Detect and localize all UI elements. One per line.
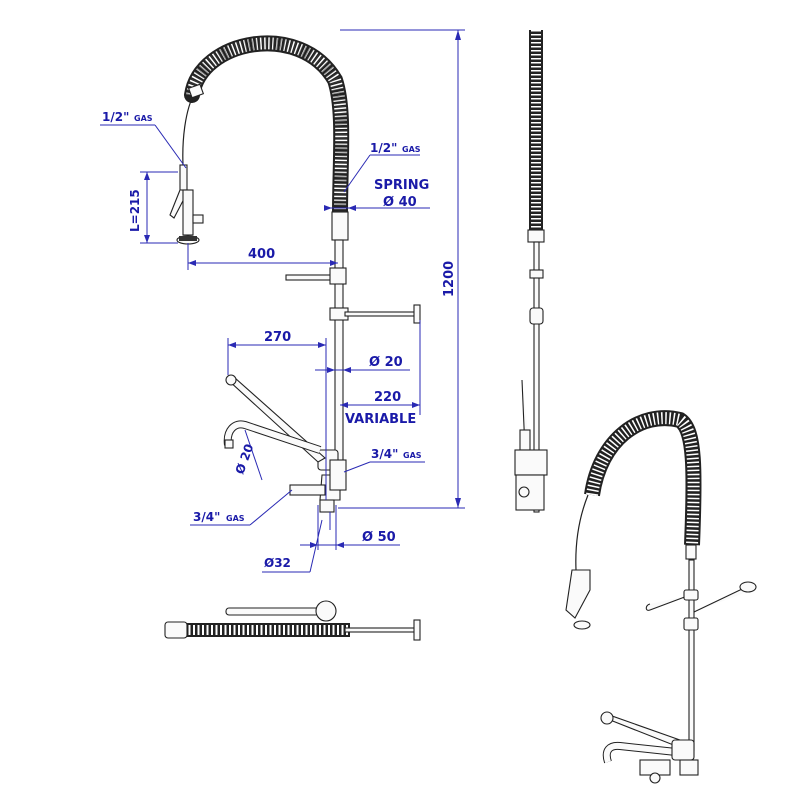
dimension-lines [100, 29, 465, 573]
spout [223, 420, 322, 454]
isometric-view [565, 410, 757, 784]
top-view [164, 600, 421, 641]
label-spring-diameter: Ø 40 [383, 195, 417, 210]
label-variable: VARIABLE [345, 412, 416, 427]
wall-bracket [329, 304, 421, 324]
side-view [514, 30, 548, 513]
label-half-gas-left-sub: GAS [134, 114, 153, 123]
hook-arm [285, 267, 347, 285]
label-d20-spout: Ø 20 [233, 442, 257, 476]
spring-clamp [331, 211, 349, 241]
labels: 1/2" GAS 1/2" GAS SPRING Ø 40 L=215 400 … [102, 110, 457, 570]
label-400: 400 [248, 247, 275, 262]
label-three-quarter-right-sub: GAS [403, 451, 422, 460]
spring-coil [184, 35, 350, 223]
label-1200: 1200 [442, 261, 457, 297]
label-220: 220 [374, 390, 401, 405]
label-half-gas-right: 1/2" [370, 141, 397, 155]
front-view [169, 35, 421, 513]
label-three-quarter-left: 3/4" [193, 510, 220, 524]
label-three-quarter-left-sub: GAS [226, 514, 245, 523]
label-half-gas-left: 1/2" [102, 110, 129, 124]
spray-head [169, 164, 204, 245]
label-d32: Ø32 [264, 556, 291, 570]
label-l215: L=215 [128, 189, 142, 232]
label-d20-top: Ø 20 [369, 355, 403, 370]
label-270: 270 [264, 330, 291, 345]
label-d50: Ø 50 [362, 530, 396, 545]
inlet-fitting [319, 499, 335, 513]
label-three-quarter-right: 3/4" [371, 447, 398, 461]
label-half-gas-right-sub: GAS [402, 145, 421, 154]
spray-hose [182, 91, 196, 166]
label-spring: SPRING [374, 178, 429, 193]
hose-coupler [187, 83, 205, 99]
